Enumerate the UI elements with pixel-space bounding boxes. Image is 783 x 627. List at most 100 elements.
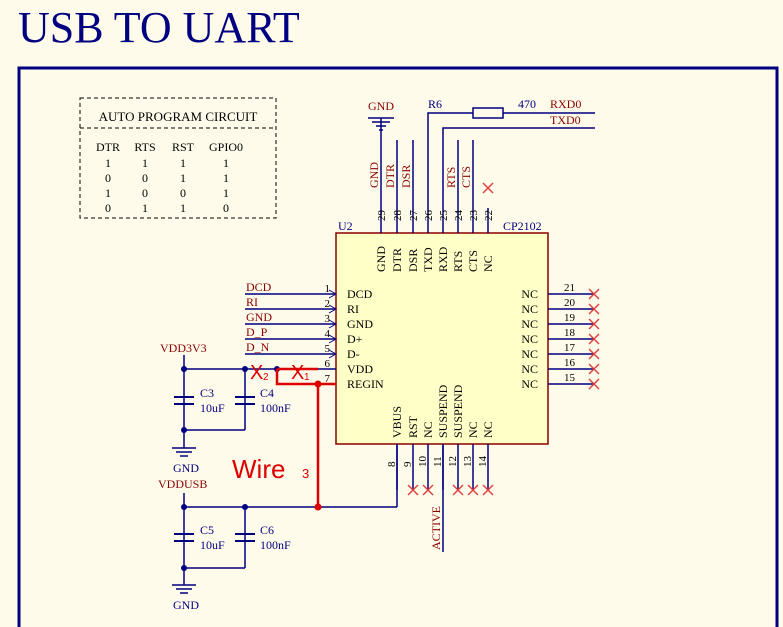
no-connect-marks (407, 182, 600, 496)
net-rts: RTS (444, 167, 458, 188)
pin-name: NC (521, 287, 538, 301)
x-mark-1-sub: 2 (263, 372, 269, 383)
r6-value: 470 (518, 97, 536, 111)
pin-name: SUSPEND (451, 384, 465, 438)
top-nets (368, 107, 595, 208)
auto-program-cell: 1 (180, 201, 186, 215)
pin-number: 11 (432, 456, 444, 467)
r6-ref: R6 (428, 97, 442, 111)
pin-name: VBUS (390, 406, 404, 438)
pin-name: RTS (451, 251, 465, 272)
net-gnd-top: GND (368, 99, 394, 113)
net-gnd-mid: GND (173, 461, 199, 475)
auto-program-cell: 1 (223, 156, 229, 170)
pin-number: 1 (325, 283, 331, 295)
pin-number: 20 (564, 297, 576, 309)
capacitor-plates (174, 396, 255, 542)
pin-name: NC (481, 255, 495, 272)
pin-number: 26 (423, 210, 435, 222)
net-rxd0: RXD0 (550, 97, 581, 111)
pin-name: GND (374, 246, 388, 272)
no-connect-x (422, 484, 434, 496)
auto-program-cell: 1 (223, 186, 229, 200)
no-connect-x (588, 333, 600, 345)
pin-number: 28 (392, 210, 404, 222)
auto-program-header: GPIO0 (209, 140, 243, 154)
auto-program-cell: 0 (142, 186, 148, 200)
net-active: ACTIVE (429, 506, 443, 550)
pin-name: NC (481, 421, 495, 438)
auto-program-cell: 1 (223, 171, 229, 185)
auto-program-cell: 1 (142, 156, 148, 170)
pin-number: 16 (564, 357, 576, 369)
pin-number: 29 (376, 210, 388, 222)
pin-name: RXD (436, 246, 450, 272)
pin-name: D+ (347, 332, 363, 346)
pin-number: 2 (325, 298, 331, 310)
auto-program-cell: 1 (142, 201, 148, 215)
auto-program-cell: 0 (105, 171, 111, 185)
red-wire (275, 367, 336, 507)
no-connect-x (588, 378, 600, 390)
x-mark-2: X (291, 362, 304, 384)
no-connect-x (588, 363, 600, 375)
cap-c6-ref: C6 (260, 523, 274, 537)
pin-number: 22 (483, 210, 495, 221)
pin-name: VDD (347, 362, 373, 376)
pin-number: 5 (325, 343, 331, 355)
x-mark-1: X (250, 362, 263, 384)
cap-c3-ref: C3 (200, 386, 214, 400)
auto-program-header: RST (172, 140, 195, 154)
pin-name: NC (521, 347, 538, 361)
wire-label-sub: 3 (302, 466, 309, 481)
net-dsr: DSR (399, 165, 413, 188)
pin-name: DSR (406, 249, 420, 272)
auto-program-cell: 1 (105, 156, 111, 170)
pin-number: 7 (325, 373, 331, 385)
cap-c5-ref: C5 (200, 523, 214, 537)
wire-label: Wire (232, 454, 285, 484)
cap-c4-ref: C4 (260, 386, 274, 400)
auto-program-border (79, 97, 277, 219)
net-gnd-vert: GND (367, 162, 381, 188)
net-vddusb: VDDUSB (158, 477, 207, 491)
pin-name: NC (521, 317, 538, 331)
pin-number: 13 (462, 456, 474, 468)
pin-name: DTR (390, 248, 404, 272)
no-connect-x (452, 484, 464, 496)
pin-name: RI (347, 302, 359, 316)
pin-number: 6 (325, 358, 331, 370)
auto-program-cell: 0 (223, 201, 229, 215)
pin-number: 15 (564, 372, 576, 384)
auto-program-cell: 1 (105, 186, 111, 200)
pin-number: 14 (477, 456, 489, 468)
no-connect-x (407, 484, 419, 496)
net-gnd-left: GND (246, 310, 272, 324)
pin-name: SUSPEND (436, 384, 450, 438)
pin-number: 8 (386, 461, 398, 467)
wire-junction-bottom (314, 503, 322, 511)
pin-number: 3 (325, 313, 331, 325)
cp2102-chip: U2 CP2102 29GND28DTR27DSR26TXD25RXD24RTS… (325, 208, 594, 490)
pin-number: 10 (417, 456, 429, 468)
pin-number: 25 (438, 210, 450, 222)
pin-name: REGIN (347, 377, 384, 391)
pin-number: 4 (325, 328, 331, 340)
pin-number: 18 (564, 327, 576, 339)
auto-program-cell: 0 (180, 186, 186, 200)
no-connect-x (467, 484, 479, 496)
pin-name: NC (466, 421, 480, 438)
chip-ref: U2 (338, 219, 353, 233)
no-connect-x (588, 288, 600, 300)
pin-name: NC (521, 332, 538, 346)
wire-junction-top (314, 380, 322, 388)
no-connect-x (482, 182, 494, 194)
no-connect-x (588, 318, 600, 330)
pin-number: 27 (408, 210, 420, 222)
pin-number: 19 (564, 312, 576, 324)
auto-program-cell: 1 (180, 171, 186, 185)
left-nets (183, 293, 444, 585)
x-mark-2-sub: 1 (304, 372, 310, 383)
no-connect-x (588, 303, 600, 315)
